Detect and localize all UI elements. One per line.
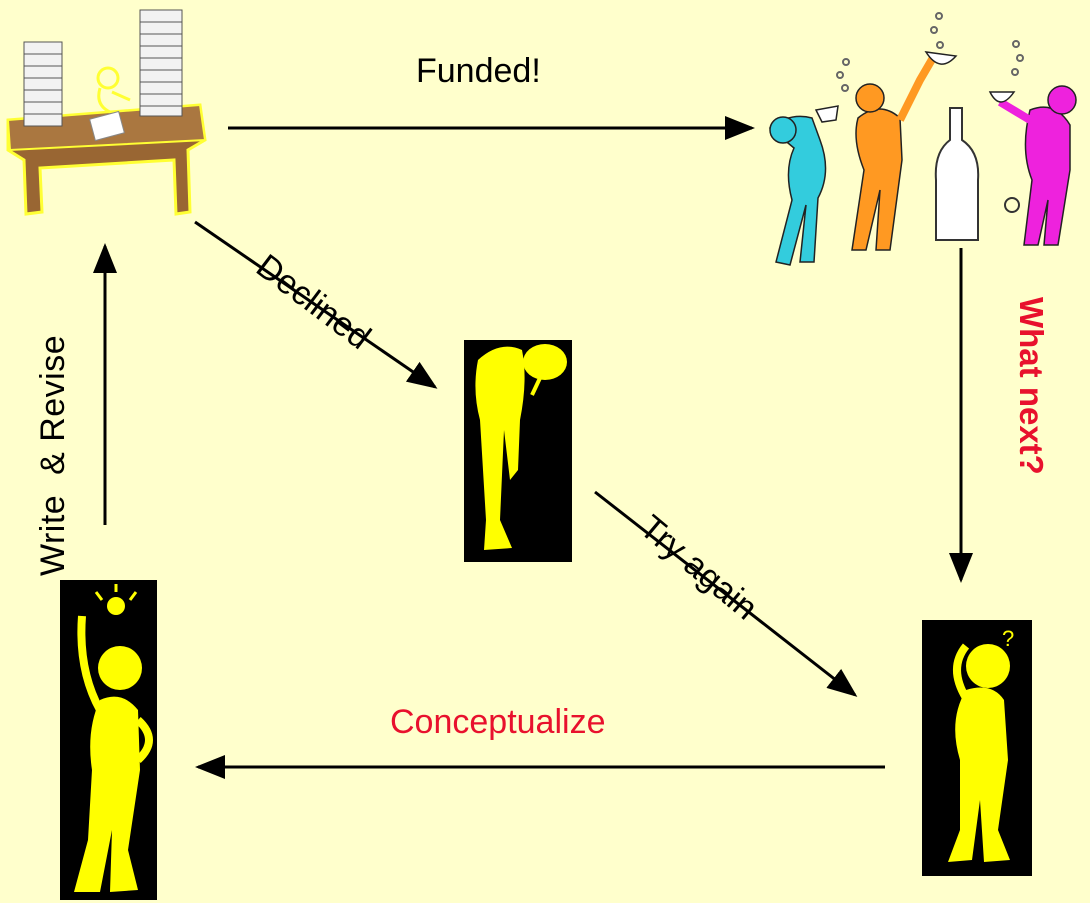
label-conceptualize: Conceptualize: [390, 703, 606, 741]
label-what-next: What next?: [1013, 297, 1050, 475]
arrow-declined: [194, 220, 438, 389]
lightbulb-idea-figure-icon: [60, 580, 157, 900]
puzzled-figure-icon: ?: [922, 620, 1032, 876]
dejected-figure-icon: [464, 340, 572, 562]
desk-with-paper-stacks-icon: [6, 9, 207, 216]
arrow-try-again: [594, 490, 858, 697]
celebrating-people-icon: [768, 12, 1077, 266]
svg-text:?: ?: [1002, 626, 1014, 651]
label-funded: Funded!: [416, 52, 541, 90]
label-write-revise: Write & Revise: [34, 334, 72, 576]
